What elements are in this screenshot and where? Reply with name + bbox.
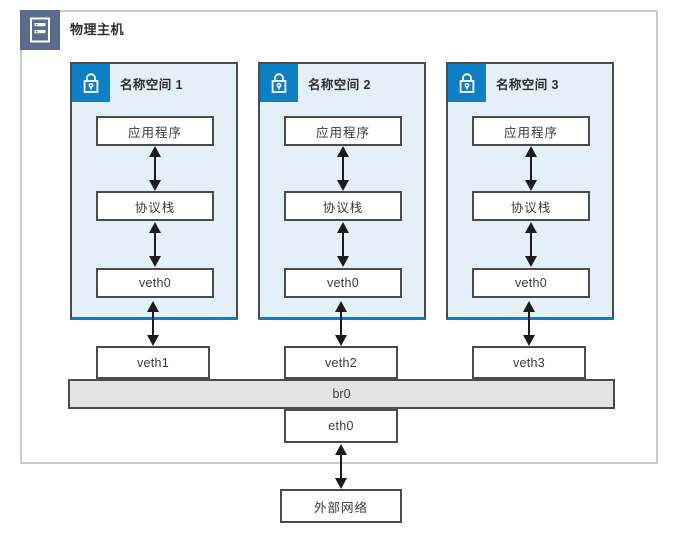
arrow-app-stack-3 [524, 146, 538, 191]
node-veth0-1[interactable]: veth0 [96, 268, 214, 298]
node-application-2[interactable]: 应用程序 [284, 116, 402, 146]
arrow-stack-veth-1 [148, 222, 162, 267]
node-protocol-stack-2[interactable]: 协议栈 [284, 191, 402, 221]
node-veth2[interactable]: veth2 [284, 346, 398, 379]
arrow-eth0-external [334, 444, 348, 489]
arrow-stack-veth-2 [336, 222, 350, 267]
arrow-stack-veth-3 [524, 222, 538, 267]
lock-icon [448, 64, 486, 102]
node-veth3[interactable]: veth3 [472, 346, 586, 379]
arrow-app-stack-2 [336, 146, 350, 191]
node-protocol-stack-1[interactable]: 协议栈 [96, 191, 214, 221]
node-veth0-3[interactable]: veth0 [472, 268, 590, 298]
namespace-title-3: 名称空间 3 [496, 78, 559, 92]
node-veth1[interactable]: veth1 [96, 346, 210, 379]
namespace-title-1: 名称空间 1 [120, 78, 183, 92]
arrow-veth0-veth1 [146, 301, 160, 346]
arrow-veth0-veth3 [522, 301, 536, 346]
namespace-title-2: 名称空间 2 [308, 78, 371, 92]
node-veth0-2[interactable]: veth0 [284, 268, 402, 298]
node-eth0[interactable]: eth0 [284, 409, 398, 443]
page-title: 物理主机 [70, 22, 125, 37]
namespace-panel-1[interactable]: 名称空间 1 应用程序 协议栈 veth0 [70, 62, 238, 320]
server-icon [20, 10, 60, 50]
lock-icon [260, 64, 298, 102]
node-external-network[interactable]: 外部网络 [280, 489, 402, 523]
lock-icon [72, 64, 110, 102]
node-protocol-stack-3[interactable]: 协议栈 [472, 191, 590, 221]
node-bridge-br0[interactable]: br0 [68, 379, 615, 409]
node-application-1[interactable]: 应用程序 [96, 116, 214, 146]
namespace-panel-3[interactable]: 名称空间 3 应用程序 协议栈 veth0 [446, 62, 614, 320]
arrow-app-stack-1 [148, 146, 162, 191]
arrow-veth0-veth2 [334, 301, 348, 346]
node-application-3[interactable]: 应用程序 [472, 116, 590, 146]
namespace-panel-2[interactable]: 名称空间 2 应用程序 协议栈 veth0 [258, 62, 426, 320]
